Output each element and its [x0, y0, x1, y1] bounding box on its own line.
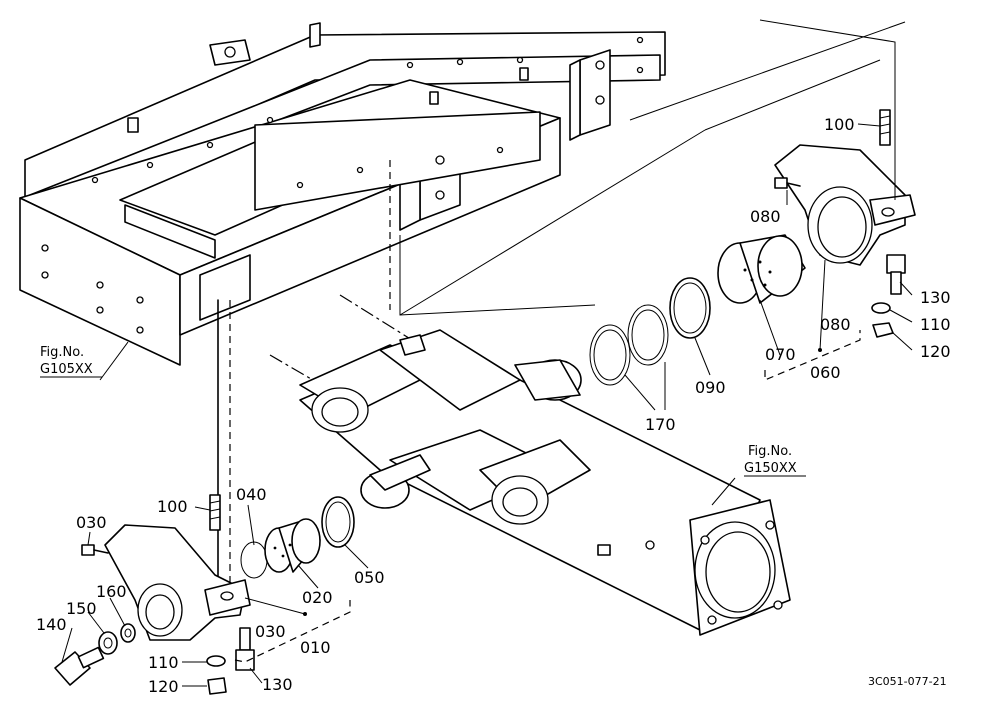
fig-ref-b-line1: Fig.No. [748, 444, 792, 459]
label-020: 020 [302, 588, 333, 607]
label-100-right: 100 [824, 115, 855, 134]
label-040: 040 [236, 485, 267, 504]
label-080-right: 080 [750, 207, 781, 226]
label-130-left: 130 [262, 675, 293, 694]
label-090: 090 [695, 378, 726, 397]
label-120-left: 120 [148, 677, 179, 696]
part-labels: 100 080 130 110 120 080 070 060 090 170 … [36, 115, 951, 696]
figure-references: Fig.No. G105XX Fig.No. G150XX 3C051-077-… [40, 345, 947, 688]
label-150: 150 [66, 599, 97, 618]
frame-assembly [19, 22, 666, 366]
label-130-right: 130 [920, 288, 951, 307]
leader-lines [61, 123, 913, 687]
axle-housing [269, 294, 791, 636]
label-110-right: 110 [920, 315, 951, 334]
label-030-left: 030 [76, 513, 107, 532]
label-010: 010 [300, 638, 331, 657]
fig-ref-a-line2: G105XX [40, 362, 93, 377]
label-160: 160 [96, 582, 127, 601]
label-030-group: 030 [255, 622, 286, 641]
label-140: 140 [36, 615, 67, 634]
left-bracket-assembly [54, 299, 355, 695]
label-120-right: 120 [920, 342, 951, 361]
label-080-group: 080 [820, 315, 851, 334]
label-110-left: 110 [148, 653, 179, 672]
label-100-left: 100 [157, 497, 188, 516]
label-060: 060 [810, 363, 841, 382]
fig-ref-b-line2: G150XX [744, 461, 797, 476]
right-bracket-assembly [389, 19, 916, 386]
fig-ref-a-line1: Fig.No. [40, 345, 84, 360]
label-050: 050 [354, 568, 385, 587]
label-170: 170 [645, 415, 676, 434]
label-070: 070 [765, 345, 796, 364]
drawing-code: 3C051-077-21 [868, 675, 947, 688]
